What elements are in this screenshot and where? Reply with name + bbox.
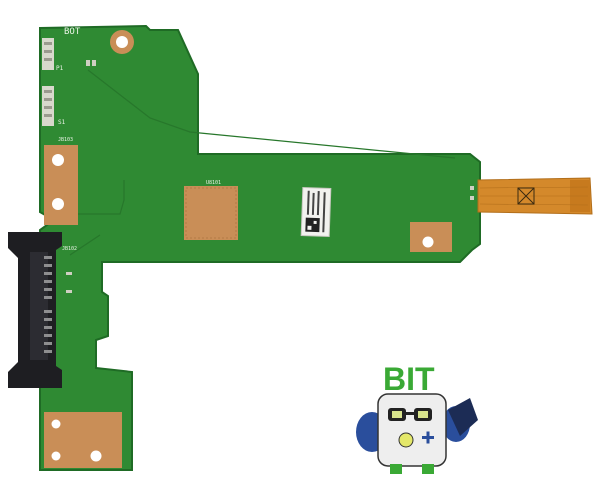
mounting-hole-top	[110, 30, 134, 54]
silk-u8101: U8101	[206, 180, 221, 186]
silk-p1: P1	[56, 65, 64, 72]
bit-logo-text: BIT	[383, 361, 435, 397]
silk-jb102: JB102	[62, 246, 77, 252]
label-sticker	[300, 187, 332, 237]
copper-pad-right	[410, 222, 452, 252]
bit-logo: BIT	[356, 361, 478, 474]
pcb-traces	[60, 69, 456, 256]
sata-connector	[8, 232, 62, 388]
silk-s1: S1	[58, 119, 66, 126]
silk-jb103: JB103	[58, 137, 73, 143]
flex-cable	[477, 177, 593, 215]
top-connector-strip	[42, 38, 54, 126]
chip-pad-u8101	[184, 186, 238, 240]
pcb-board	[39, 24, 481, 471]
copper-pad-bottom	[44, 412, 122, 468]
silk-bot: BOT	[64, 27, 81, 37]
copper-pad-left	[44, 145, 78, 225]
smd-components	[66, 60, 474, 293]
bit-robot-icon	[356, 393, 478, 474]
